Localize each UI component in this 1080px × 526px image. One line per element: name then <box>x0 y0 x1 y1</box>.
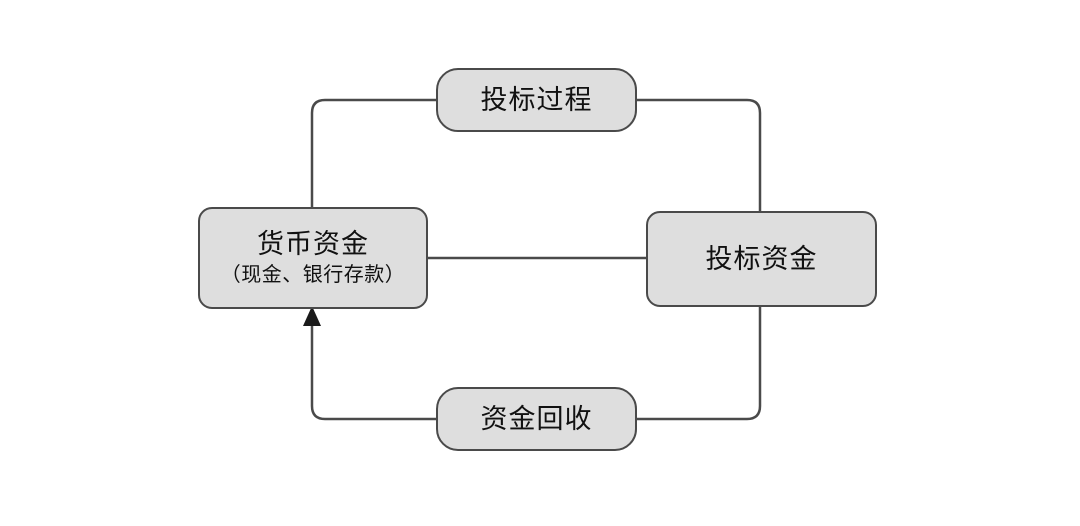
node-top-title: 投标过程 <box>480 84 593 115</box>
node-bottom-title: 资金回收 <box>480 403 593 434</box>
node-left-title: 货币资金 <box>257 229 369 260</box>
connector-left-to-top <box>310 98 436 207</box>
node-bidding-process[interactable]: 投标过程 <box>436 68 637 132</box>
node-monetary-funds[interactable]: 货币资金 （现金、银行存款） <box>198 207 428 309</box>
connector-right-to-bottom <box>637 307 762 421</box>
node-funds-recovery[interactable]: 资金回收 <box>436 387 637 451</box>
connector-bottom-to-left <box>310 325 436 421</box>
node-left-subtitle: （现金、银行存款） <box>220 263 406 286</box>
connector-top-to-right <box>637 98 762 211</box>
arrowhead-up-icon <box>303 306 321 326</box>
node-bid-funds[interactable]: 投标资金 <box>646 211 877 307</box>
node-right-title: 投标资金 <box>705 243 818 274</box>
